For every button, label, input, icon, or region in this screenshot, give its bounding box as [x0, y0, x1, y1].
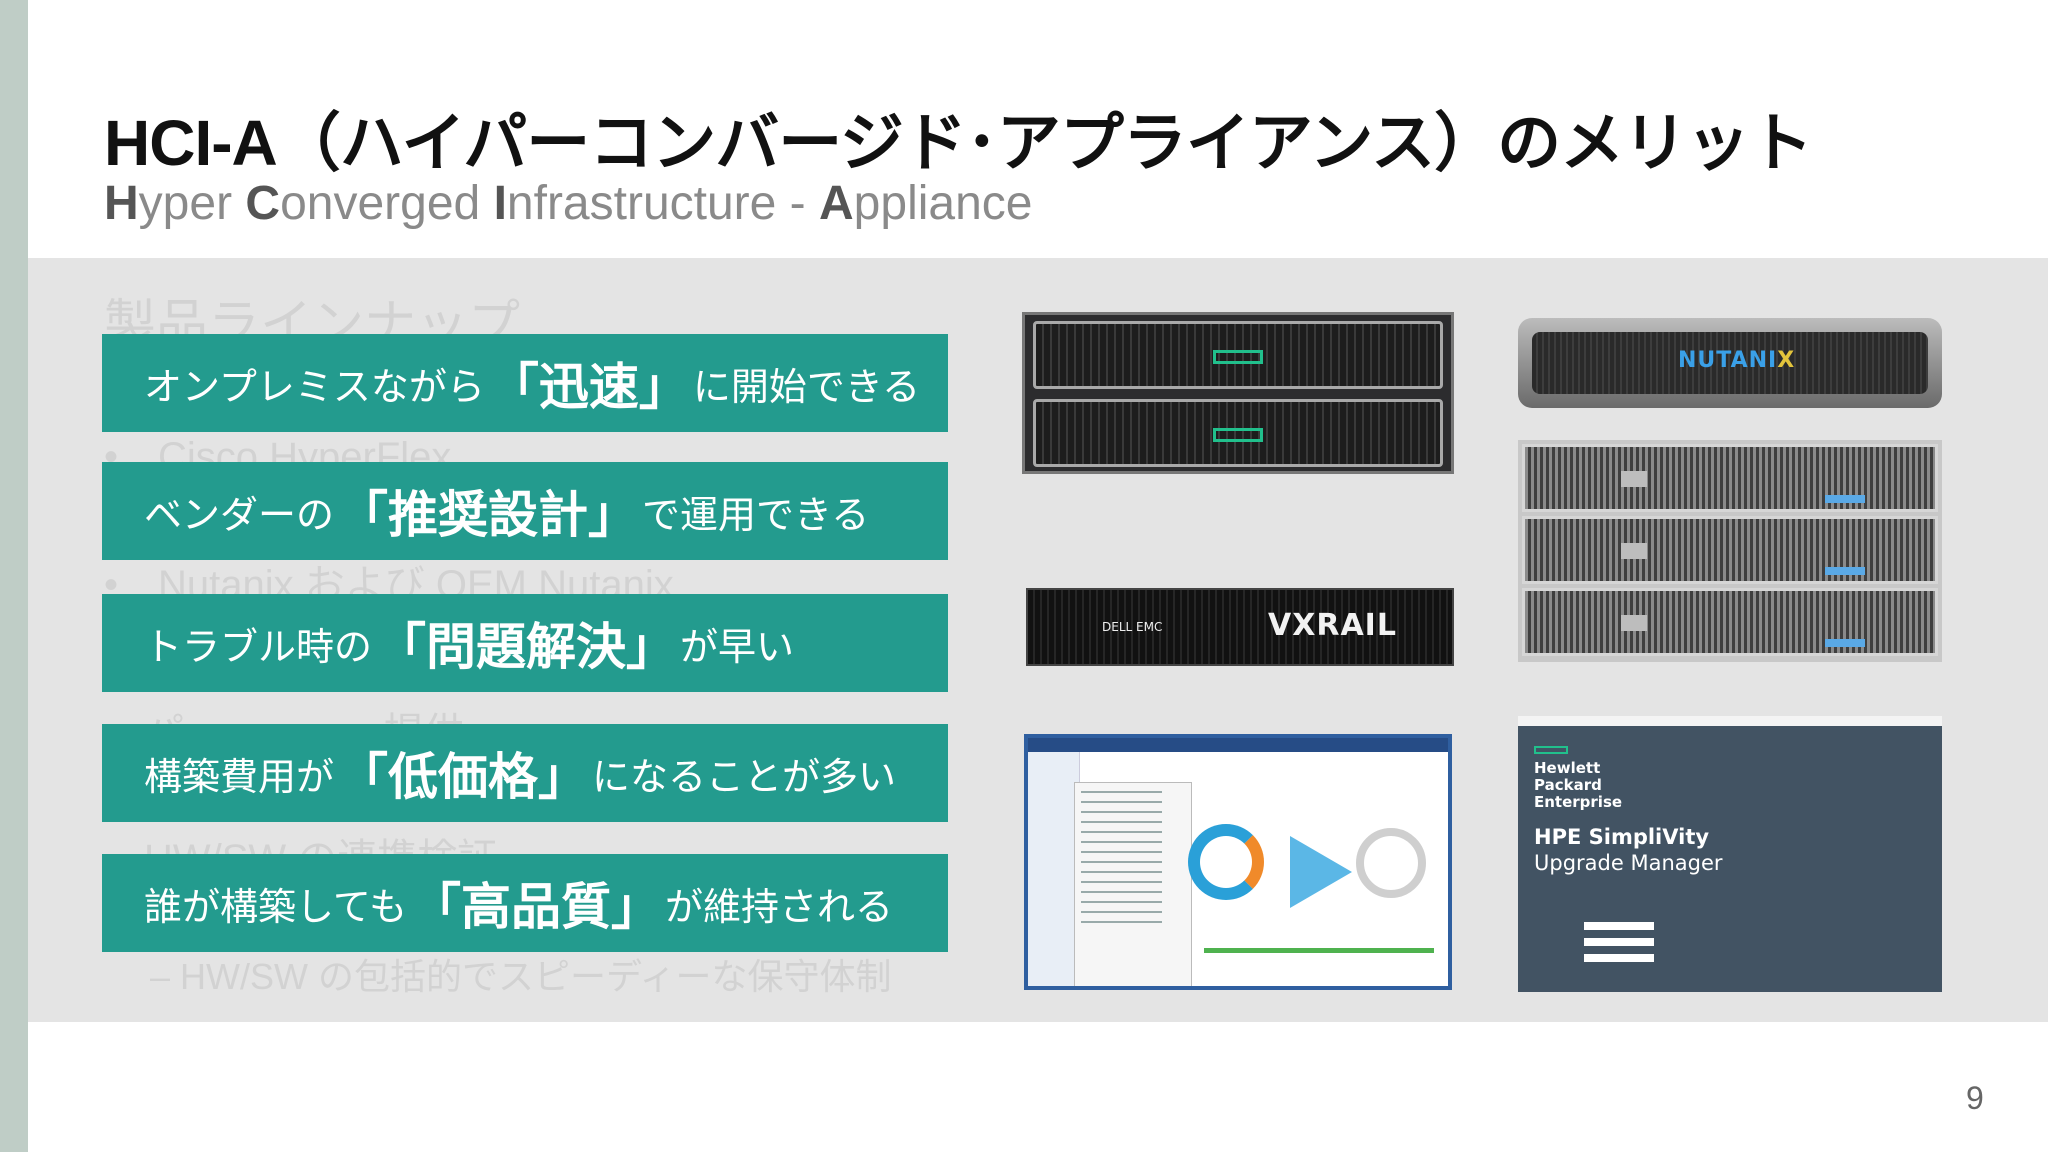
- server-led: [1825, 639, 1865, 647]
- vxrail-logo: VXRAIL: [1268, 608, 1397, 643]
- subtitle-part: ppliance: [853, 177, 1033, 230]
- efficiency-triangle: [1290, 836, 1352, 908]
- client-titlebar: [1028, 738, 1448, 752]
- dell-emc-logo: DELL EMC: [1102, 620, 1163, 634]
- merit-text: が早い: [680, 624, 795, 669]
- merit-text: 構築費用が: [144, 754, 335, 799]
- merit-keyword: 「問題解決」: [376, 618, 677, 676]
- merit-text: 誰が構築しても: [144, 884, 407, 929]
- background-bullet: – HW/SW の包括的でスピーディーな保守体制: [150, 956, 892, 997]
- slide-subtitle: Hyper Converged Infrastructure - Applian…: [104, 176, 1032, 231]
- server-led: [1825, 495, 1865, 503]
- subtitle-part: I: [493, 177, 507, 230]
- server-unit: [1522, 588, 1938, 656]
- merit-keyword: 「推奨設計」: [338, 486, 639, 544]
- server-tab: [1621, 615, 1647, 631]
- merit-box-speed: オンプレミスながら「迅速」に開始できる: [102, 334, 948, 432]
- merit-text: で運用できる: [642, 492, 870, 537]
- used-capacity-donut-chart: [1356, 828, 1426, 898]
- hpe-company-name: Hewlett Packard Enterprise: [1534, 759, 1623, 811]
- merit-text: になることが多い: [592, 754, 897, 799]
- server-unit: [1522, 444, 1938, 512]
- simplivity-upgrade-manager-screenshot: Hewlett Packard Enterprise HPE SimpliVit…: [1518, 716, 1942, 992]
- vxrail-server-image: DELL EMC VXRAIL: [1026, 588, 1454, 666]
- simplivity-title: HPE SimpliVity Upgrade Manager: [1534, 824, 1723, 876]
- server-unit: [1033, 321, 1443, 389]
- capacity-donut-chart: [1188, 824, 1264, 900]
- username-field: [1584, 938, 1654, 946]
- window-titlebar: [1518, 716, 1942, 726]
- subtitle-part: onverged: [280, 177, 494, 230]
- simplivity-product-name: HPE SimpliVity: [1534, 825, 1710, 849]
- nutanix-server-image: NUTANIX: [1518, 318, 1942, 408]
- slide-title: HCI-A（ハイパーコンバージド･アプライアンス）のメリット: [104, 107, 1813, 179]
- simplivity-product-subtitle: Upgrade Manager: [1534, 851, 1723, 875]
- subtitle-part: yper: [138, 177, 246, 230]
- merit-box-design: ベンダーの「推奨設計」で運用できる: [102, 462, 948, 560]
- merit-box-support: トラブル時の「問題解決」が早い: [102, 594, 948, 692]
- left-accent-bar: [0, 0, 28, 1152]
- context-menu: [1074, 782, 1192, 986]
- subtitle-part: nfrastructure -: [506, 177, 819, 230]
- merit-text: に開始できる: [692, 364, 921, 409]
- server-tab: [1621, 471, 1647, 487]
- subtitle-part: A: [819, 177, 854, 230]
- capacity-progress-bar: [1204, 948, 1434, 953]
- hpe-logo-icon: [1213, 428, 1263, 442]
- hpe-server-image: [1022, 312, 1454, 474]
- vsphere-client-screenshot: [1024, 734, 1452, 990]
- server-unit: [1522, 516, 1938, 584]
- client-navigator: [1028, 752, 1080, 986]
- merit-text: トラブル時の: [144, 624, 373, 669]
- hpe-logo-icon: [1534, 746, 1568, 754]
- server-unit: [1033, 399, 1443, 467]
- password-field: [1584, 954, 1654, 962]
- merit-text: ベンダーの: [144, 492, 335, 537]
- server-tab: [1621, 543, 1647, 559]
- vcenter-server-field: [1584, 922, 1654, 930]
- hpe-logo-icon: [1213, 350, 1263, 364]
- merit-keyword: 「高品質」: [410, 878, 661, 936]
- merit-box-quality: 誰が構築しても「高品質」が維持される: [102, 854, 948, 952]
- nutanix-logo-main: NUTANI: [1678, 348, 1778, 373]
- merit-keyword: 「低価格」: [338, 748, 589, 806]
- merit-box-cost: 構築費用が「低価格」になることが多い: [102, 724, 948, 822]
- merit-keyword: 「迅速」: [488, 358, 689, 416]
- server-bezel: [1532, 332, 1928, 394]
- subtitle-part: C: [245, 177, 281, 230]
- cisco-server-image: [1518, 440, 1942, 662]
- nutanix-logo-x: X: [1777, 348, 1796, 373]
- page-number: 9: [1966, 1080, 1984, 1116]
- subtitle-part: H: [104, 177, 139, 230]
- merit-text: オンプレミスながら: [144, 364, 485, 409]
- merit-text: が維持される: [664, 884, 893, 929]
- nutanix-logo: NUTANIX: [1678, 348, 1795, 373]
- server-led: [1825, 567, 1865, 575]
